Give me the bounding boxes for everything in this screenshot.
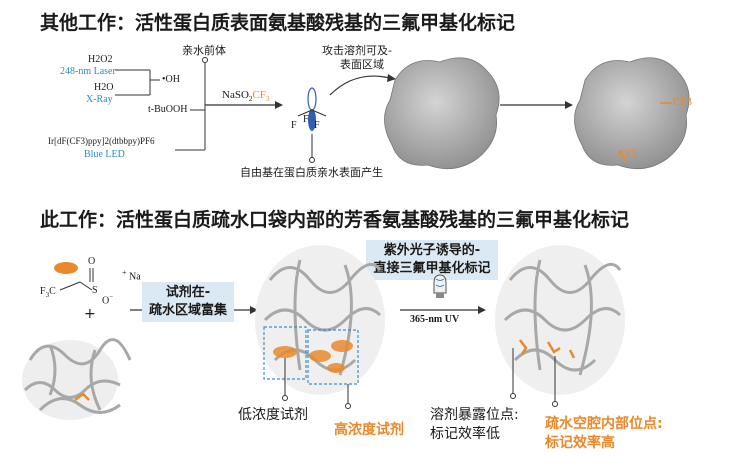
protein-ribbon-enriched	[255, 245, 385, 395]
cf3-label-2: CF3	[618, 148, 637, 160]
attack-note-1: 攻击溶剂可及-	[322, 44, 392, 57]
pocket-site-line2: 标记效率高	[545, 435, 615, 451]
hydrophilic-precursor-label: 亲水前体	[182, 44, 226, 57]
nasocf3-label: NaSO2CF3	[222, 89, 270, 104]
low-conc-label: 低浓度试剂	[238, 407, 308, 423]
uv-box: 紫外光子诱导的- 直接三氟甲基化标记	[366, 240, 498, 280]
oxide-label: O−	[102, 293, 114, 307]
laser-label: 248-nm Laser	[60, 66, 116, 77]
sulfur-label: S	[92, 285, 98, 296]
top-title: 其他工作：活性蛋白质表面氨基酸残基的三氟甲基化标记	[40, 12, 516, 34]
cf3-fluorine-mid: F	[303, 114, 309, 125]
f3c-label: F3C	[40, 286, 56, 299]
attack-note-2: 表面区域	[340, 58, 384, 71]
exposed-site-line2: 标记效率低	[430, 426, 500, 442]
protein-ribbon-start	[22, 338, 132, 420]
protein-surface-1	[384, 57, 500, 170]
tbuooh-label: t-BuOOH	[148, 104, 188, 115]
blue-led-label: Blue LED	[84, 149, 125, 160]
cf3-fluorine-labels: F F	[291, 120, 320, 131]
cf3-label-1: CF3	[673, 96, 692, 108]
radical-note: 自由基在蛋白质亲水表面产生	[240, 166, 383, 179]
pocket-site-line1: 疏水空腔内部位点:	[545, 416, 663, 432]
ir-complex-label: Ir[dF(CF3)ppy]2(dtbbpy)PF6	[48, 136, 155, 146]
sodium-plus-label: + Na	[122, 268, 141, 283]
enrich-box: 试剂在- 疏水区域富集	[142, 282, 234, 322]
plus-sign: +	[84, 306, 96, 322]
oh-radical-label: •OH	[162, 74, 180, 85]
protein-ribbon-labeled	[495, 245, 625, 395]
h2o-label: H2O	[94, 82, 114, 93]
h2o2-label: H2O2	[88, 54, 113, 65]
high-conc-label: 高浓度试剂	[334, 422, 404, 438]
oxygen-label: O	[88, 256, 96, 267]
exposed-site-line1: 溶剂暴露位点:	[430, 407, 519, 423]
bottom-title: 此工作：活性蛋白质疏水口袋内部的芳香氨基酸残基的三氟甲基化标记	[40, 209, 630, 231]
protein-surface-2	[574, 57, 690, 170]
xray-label: X-Ray	[86, 94, 113, 105]
uv-label: 365-nm UV	[410, 314, 460, 325]
